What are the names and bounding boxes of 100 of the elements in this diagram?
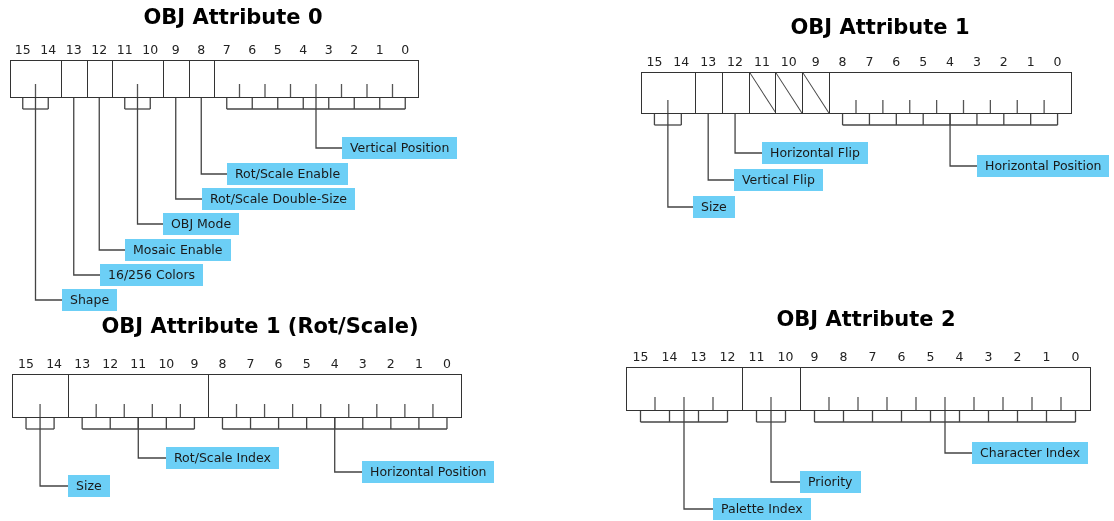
bit-field — [829, 72, 1072, 114]
field-label: Size — [68, 475, 110, 497]
leader-line — [334, 416, 363, 473]
hatched-bit-field — [748, 72, 777, 114]
bit-number: 8 — [839, 348, 848, 366]
bit-number: 9 — [171, 41, 180, 59]
bit-number: 9 — [811, 53, 820, 71]
bit-number: 4 — [955, 348, 964, 366]
bit-field — [800, 367, 1091, 411]
hatched-bit-field — [802, 72, 831, 114]
bit-number: 1 — [1026, 53, 1035, 71]
bit-number: 5 — [926, 348, 935, 366]
bit-field — [188, 60, 215, 98]
field-label: Rot/Scale Double-Size — [202, 188, 355, 210]
bit-number: 3 — [358, 355, 367, 373]
hatched-bit-field — [775, 72, 804, 114]
bit-number: 2 — [1013, 348, 1022, 366]
field-label: Horizontal Flip — [762, 142, 868, 164]
bit-number: 15 — [646, 53, 663, 71]
register-title: OBJ Attribute 0 — [143, 4, 323, 32]
bit-number: 6 — [248, 41, 257, 59]
leader-line — [175, 96, 203, 200]
leader-line — [34, 96, 63, 301]
leader-line — [707, 112, 735, 181]
bit-number: 6 — [897, 348, 906, 366]
bit-number: 9 — [810, 348, 819, 366]
bit-field — [61, 60, 88, 98]
bit-number: 0 — [443, 355, 451, 373]
leader-line — [949, 112, 978, 167]
bit-number: 7 — [222, 41, 231, 59]
bit-number: 10 — [780, 53, 797, 71]
bit-field — [721, 72, 750, 114]
bit-number: 8 — [197, 41, 206, 59]
bit-number: 0 — [401, 41, 410, 59]
bit-number: 15 — [632, 348, 649, 366]
bit-field — [86, 60, 113, 98]
field-label: Horizontal Position — [362, 461, 495, 483]
field-label: Shape — [62, 289, 118, 311]
bit-number: 7 — [868, 348, 877, 366]
bit-field — [68, 374, 210, 418]
field-label: 16/256 Colors — [100, 264, 204, 286]
leader-line — [315, 96, 343, 149]
field-label: Size — [693, 196, 735, 218]
field-label: Character Index — [972, 442, 1089, 464]
leader-line — [200, 96, 228, 175]
bit-number: 1 — [1042, 348, 1051, 366]
bit-number: 0 — [1053, 53, 1062, 71]
leader-line — [73, 96, 101, 276]
bit-number: 4 — [299, 41, 308, 59]
field-label: Horizontal Position — [977, 155, 1110, 177]
bit-number: 2 — [999, 53, 1008, 71]
leader-line — [98, 96, 126, 251]
bit-number: 13 — [65, 41, 82, 59]
bit-number: 5 — [919, 53, 928, 71]
bit-number: 4 — [946, 53, 955, 71]
register-title: OBJ Attribute 1 — [790, 14, 970, 42]
field-label: OBJ Mode — [163, 213, 240, 235]
bit-field — [10, 60, 62, 98]
bit-number: 14 — [661, 348, 678, 366]
bit-number: 5 — [273, 41, 282, 59]
leader-line — [136, 96, 164, 225]
bit-field — [12, 374, 70, 418]
leader-line — [734, 112, 763, 154]
bit-number: 2 — [350, 41, 359, 59]
bit-field — [214, 60, 419, 98]
bit-field — [626, 367, 743, 411]
bit-number: 12 — [102, 355, 119, 373]
bit-field — [641, 72, 696, 114]
leader-line — [770, 409, 801, 483]
field-label: Vertical Flip — [734, 169, 823, 191]
bit-number: 14 — [46, 355, 63, 373]
bit-number: 14 — [673, 53, 690, 71]
bit-number: 5 — [302, 355, 311, 373]
field-label: Priority — [800, 471, 861, 493]
bit-field — [742, 367, 801, 411]
bit-number: 12 — [719, 348, 736, 366]
leader-line — [137, 416, 167, 459]
bit-number: 3 — [972, 53, 981, 71]
bit-number: 10 — [777, 348, 794, 366]
bit-number: 10 — [142, 41, 159, 59]
bit-number: 8 — [218, 355, 227, 373]
bit-number: 9 — [190, 355, 199, 373]
register-title: OBJ Attribute 2 — [776, 306, 956, 334]
field-label: Mosaic Enable — [125, 239, 231, 261]
leader-line — [683, 409, 714, 510]
bit-field — [208, 374, 462, 418]
bit-number: 3 — [324, 41, 333, 59]
leader-line — [944, 409, 973, 454]
bit-number: 13 — [700, 53, 717, 71]
bit-number: 4 — [330, 355, 339, 373]
bit-number: 15 — [14, 41, 31, 59]
bit-number: 1 — [375, 41, 384, 59]
bit-number: 13 — [690, 348, 707, 366]
leader-line — [39, 416, 69, 487]
bit-number: 7 — [865, 53, 874, 71]
bit-number: 12 — [91, 41, 108, 59]
bit-number: 11 — [130, 355, 147, 373]
bit-number: 11 — [116, 41, 133, 59]
bit-number: 15 — [18, 355, 34, 373]
bit-number: 14 — [40, 41, 57, 59]
